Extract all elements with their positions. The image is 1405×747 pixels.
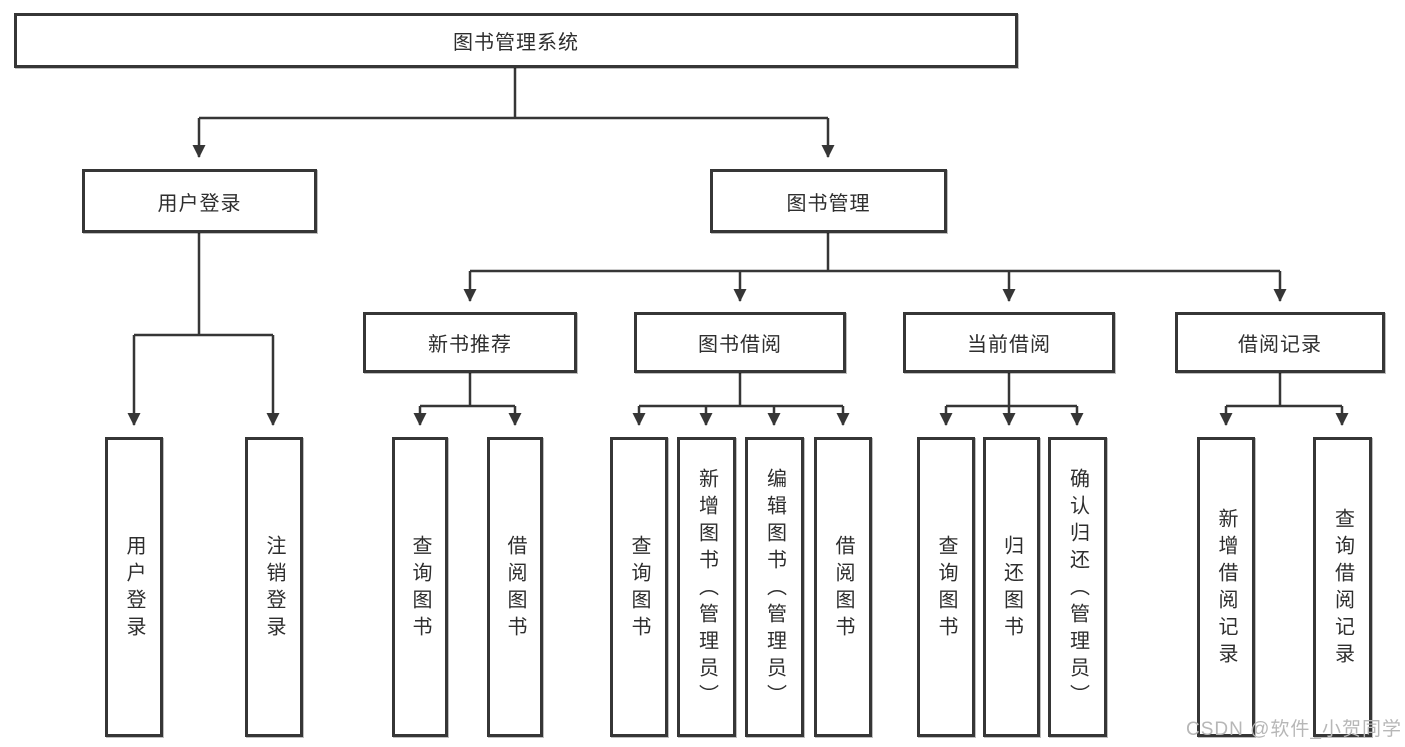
node-borrow-books: 借阅图书	[814, 437, 872, 737]
node-query-books-recommend: 查询图书	[392, 437, 448, 737]
node-current-borrowing: 当前借阅	[903, 312, 1115, 373]
node-confirm-return-admin: 确认归还（管理员）	[1048, 437, 1107, 737]
node-borrow-books-recommend: 借阅图书	[487, 437, 543, 737]
node-query-borrow-record: 查询借阅记录	[1313, 437, 1372, 737]
node-logout: 注销登录	[245, 437, 303, 737]
node-return-books: 归还图书	[983, 437, 1040, 737]
node-query-books-current: 查询图书	[917, 437, 975, 737]
node-add-books-admin: 新增图书（管理员）	[677, 437, 736, 737]
node-root: 图书管理系统	[14, 13, 1018, 68]
node-book-management: 图书管理	[710, 169, 947, 233]
node-book-borrowing: 图书借阅	[634, 312, 846, 373]
node-edit-books-admin: 编辑图书（管理员）	[745, 437, 804, 737]
node-user-login: 用户登录	[105, 437, 163, 737]
node-query-books-borrow: 查询图书	[610, 437, 668, 737]
node-borrowing-records: 借阅记录	[1175, 312, 1385, 373]
node-user-login-branch: 用户登录	[82, 169, 317, 233]
node-add-borrow-record: 新增借阅记录	[1197, 437, 1255, 737]
node-new-book-recommendation: 新书推荐	[363, 312, 577, 373]
csdn-watermark: CSDN @软件_小贺同学	[1186, 719, 1402, 740]
